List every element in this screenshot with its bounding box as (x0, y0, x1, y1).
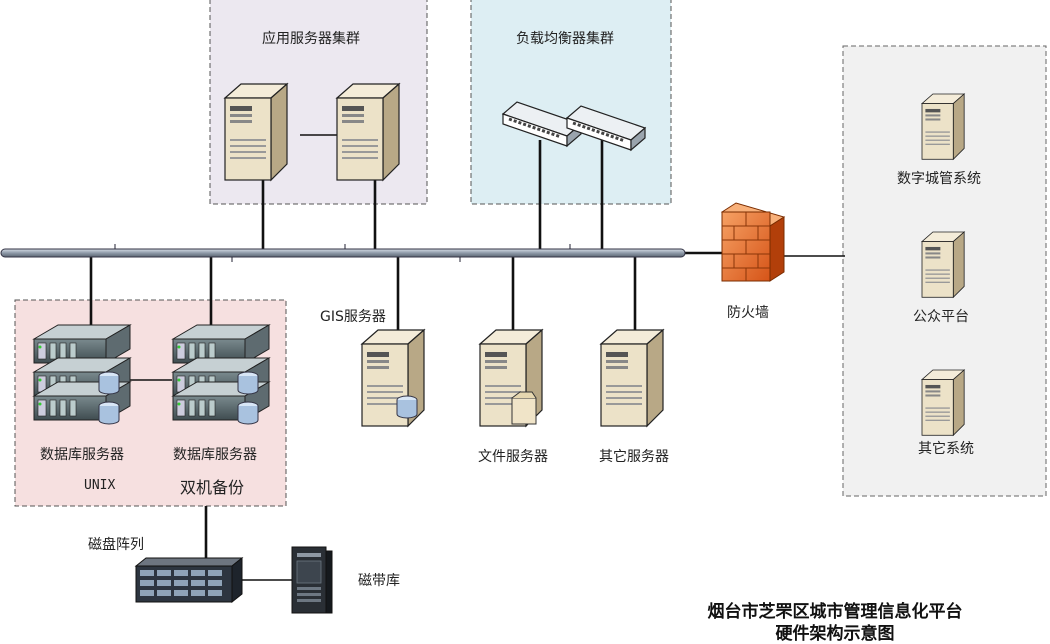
diagram-title-line1: 烟台市芝罘区城市管理信息化平台 (707, 602, 963, 622)
app-server-1-icon (224, 83, 288, 181)
other-server-icon (600, 329, 664, 427)
db-server-1-icon (33, 324, 131, 425)
disk-array-icon (134, 556, 244, 604)
city-mgmt-server-icon (921, 93, 965, 160)
tape-library-icon (291, 546, 333, 614)
folder-icon (511, 391, 537, 425)
other-system-label: 其它系统 (918, 441, 974, 457)
dual-backup-label: 双机备份 (180, 478, 245, 497)
tape-library-label: 磁带库 (358, 573, 400, 589)
unix-label: UNIX (84, 478, 116, 493)
db-server-2-label: 数据库服务器 (173, 447, 257, 463)
disk-array-label: 磁盘阵列 (88, 537, 144, 553)
other-server-label: 其它服务器 (599, 449, 669, 465)
gis-server-label: GIS服务器 (320, 309, 386, 325)
gis-disk-icon (396, 395, 418, 419)
db-server-2-icon (172, 324, 270, 425)
firewall-label: 防火墙 (727, 305, 769, 321)
file-server-label: 文件服务器 (478, 449, 548, 465)
app-cluster-label: 应用服务器集群 (262, 31, 360, 47)
diagram-title-line2: 硬件架构示意图 (775, 624, 895, 644)
db-server-1-label: 数据库服务器 (40, 447, 124, 463)
lb-cluster-box (470, 0, 672, 205)
public-platform-server-icon (921, 231, 965, 298)
city-mgmt-label: 数字城管系统 (897, 171, 981, 187)
lb-cluster-label: 负载均衡器集群 (516, 31, 614, 47)
bus-ticks (114, 244, 571, 262)
app-server-2-icon (336, 83, 400, 181)
network-backbone (0, 248, 686, 258)
firewall-icon (720, 202, 786, 282)
public-platform-label: 公众平台 (913, 309, 969, 325)
other-system-server-icon (921, 369, 965, 436)
